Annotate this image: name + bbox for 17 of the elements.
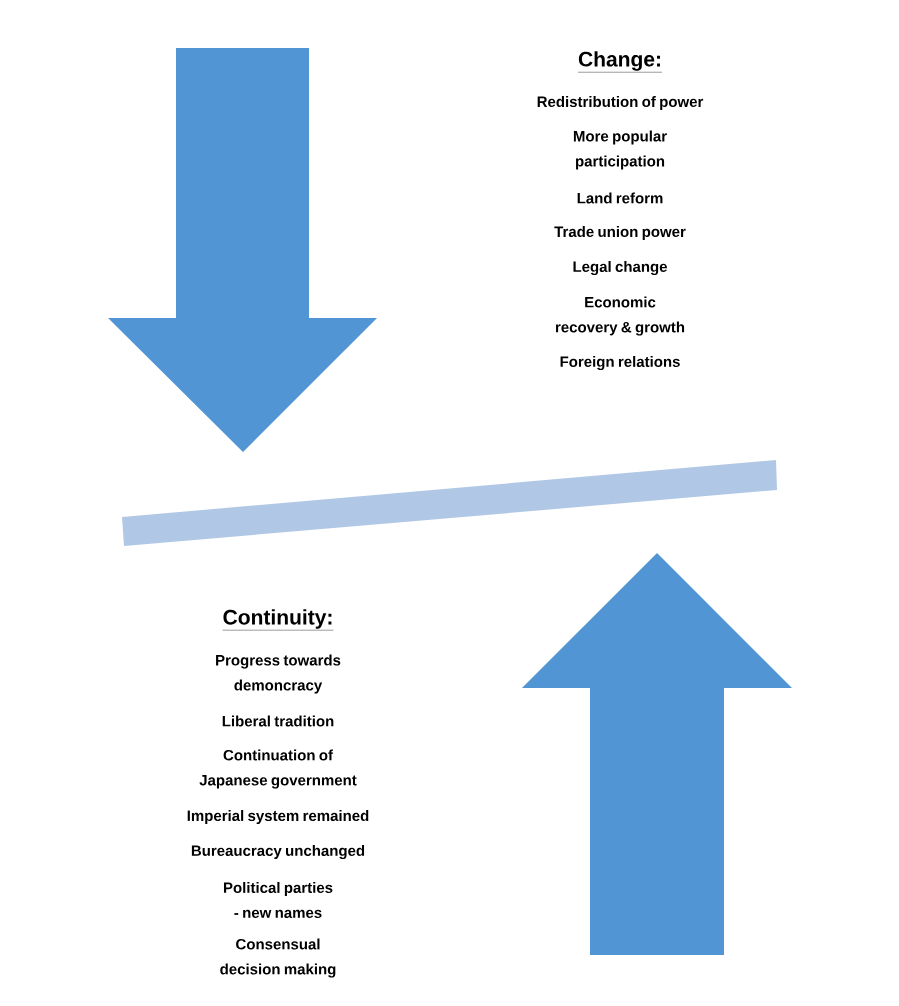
list-item: Bureaucracy unchanged — [191, 845, 365, 860]
balance-bar — [122, 460, 777, 546]
list-item: Redistribution of power — [537, 96, 704, 110]
list-item: Imperial system remained — [187, 810, 369, 824]
list-item: Political parties - new names — [224, 882, 333, 918]
heading: Continuity: — [222, 609, 334, 631]
list-item: Legal change — [573, 261, 667, 276]
list-item: More popular participation — [573, 130, 667, 170]
heading: Change: — [577, 51, 663, 73]
list-item: Continuation of Japanese government — [199, 749, 357, 789]
list-item: Consensual decision making — [220, 938, 336, 978]
list-item: Progress towards demoncracy — [216, 654, 341, 694]
list-item: Economic recovery & growth — [556, 296, 685, 336]
list-item: Foreign relations — [560, 356, 680, 371]
list-item: Trade union power — [554, 226, 686, 240]
list-item: Land reform — [577, 192, 663, 204]
list-item: Liberal tradition — [222, 715, 334, 727]
